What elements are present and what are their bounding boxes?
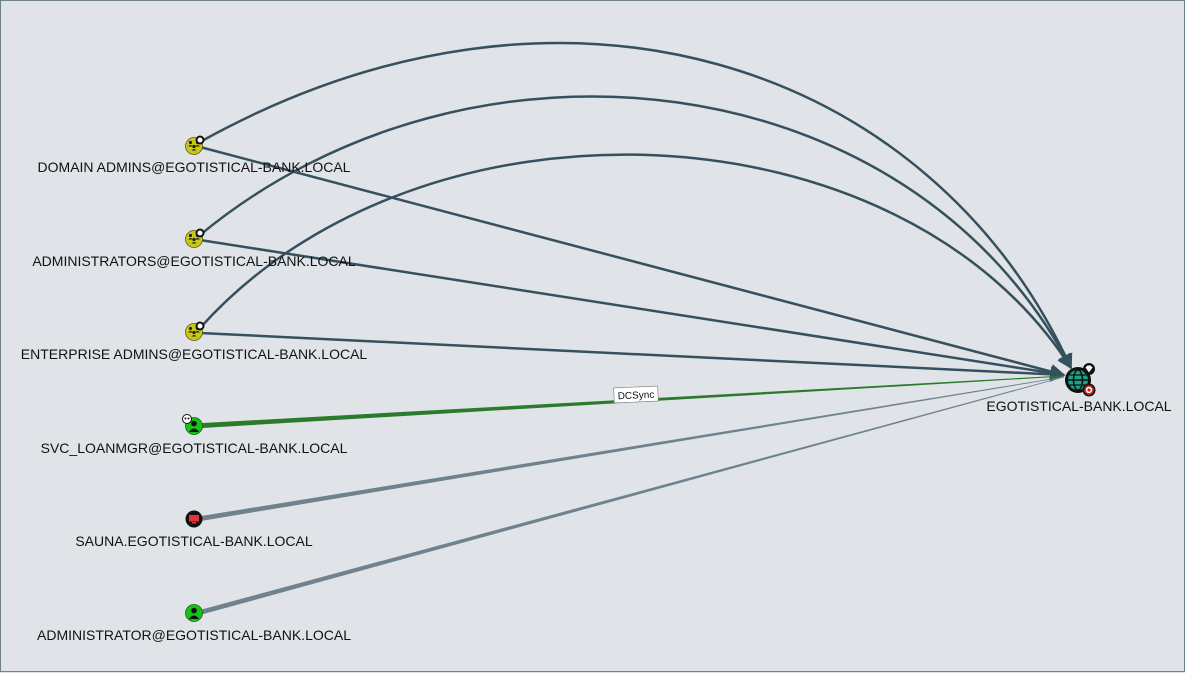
node-label-enterprise_admins: ENTERPRISE ADMINS@EGOTISTICAL-BANK.LOCAL xyxy=(21,346,368,362)
edge-enterprise_admins-to-domain-curved[interactable] xyxy=(199,153,1073,370)
nodes-layer: DOMAIN ADMINS@EGOTISTICAL-BANK.LOCAL ADMI… xyxy=(21,135,1172,644)
target-badge-icon xyxy=(1082,383,1096,397)
edge-label-dcsync[interactable]: DCSync xyxy=(613,385,659,404)
group-icon[interactable] xyxy=(185,135,205,155)
node-label-administrator: ADMINISTRATOR@EGOTISTICAL-BANK.LOCAL xyxy=(37,627,351,643)
edge-domain_admins-to-domain-curved[interactable] xyxy=(199,41,1073,370)
edges-layer: DCSync xyxy=(194,41,1073,616)
node-label-domain_admins: DOMAIN ADMINS@EGOTISTICAL-BANK.LOCAL xyxy=(38,159,351,175)
node-enterprise_admins[interactable]: ENTERPRISE ADMINS@EGOTISTICAL-BANK.LOCAL xyxy=(21,321,368,363)
group-icon[interactable] xyxy=(185,321,205,341)
edge-domain_admins-to-domain-straight[interactable] xyxy=(199,145,1066,379)
admin-badge-icon xyxy=(195,135,205,145)
owned-skull-badge-icon xyxy=(182,414,192,424)
group-icon[interactable] xyxy=(185,228,205,248)
edge-administrator-to-domain-faded[interactable] xyxy=(198,376,1064,616)
node-label-svc_loanmgr: SVC_LOANMGR@EGOTISTICAL-BANK.LOCAL xyxy=(41,440,348,456)
node-svc_loanmgr[interactable]: SVC_LOANMGR@EGOTISTICAL-BANK.LOCAL xyxy=(41,414,348,457)
user-icon[interactable] xyxy=(182,414,203,435)
node-label-administrators: ADMINISTRATORS@EGOTISTICAL-BANK.LOCAL xyxy=(32,253,356,269)
high-value-gem-badge-icon xyxy=(1083,363,1095,375)
node-label-sauna: SAUNA.EGOTISTICAL-BANK.LOCAL xyxy=(75,533,312,549)
node-administrators[interactable]: ADMINISTRATORS@EGOTISTICAL-BANK.LOCAL xyxy=(32,228,356,270)
globe-icon[interactable] xyxy=(1065,363,1096,397)
edge-administrators-to-domain-curved[interactable] xyxy=(199,95,1073,370)
node-domain_admins[interactable]: DOMAIN ADMINS@EGOTISTICAL-BANK.LOCAL xyxy=(38,135,351,176)
edge-label-box xyxy=(613,385,659,404)
edge-sauna-to-domain-faded[interactable] xyxy=(198,376,1064,522)
node-domain[interactable]: EGOTISTICAL-BANK.LOCAL xyxy=(986,363,1172,414)
edge-label-text: DCSync xyxy=(617,390,654,403)
edge-enterprise_admins-to-domain-straight[interactable] xyxy=(199,331,1066,382)
edge-administrators-to-domain-straight[interactable] xyxy=(199,238,1066,381)
node-sauna[interactable]: SAUNA.EGOTISTICAL-BANK.LOCAL xyxy=(75,510,313,550)
user-icon[interactable] xyxy=(185,604,203,622)
computer-icon[interactable] xyxy=(185,510,203,528)
admin-badge-icon xyxy=(195,321,205,331)
admin-badge-icon xyxy=(195,228,205,238)
node-label-domain: EGOTISTICAL-BANK.LOCAL xyxy=(986,398,1171,414)
node-administrator[interactable]: ADMINISTRATOR@EGOTISTICAL-BANK.LOCAL xyxy=(37,604,351,644)
